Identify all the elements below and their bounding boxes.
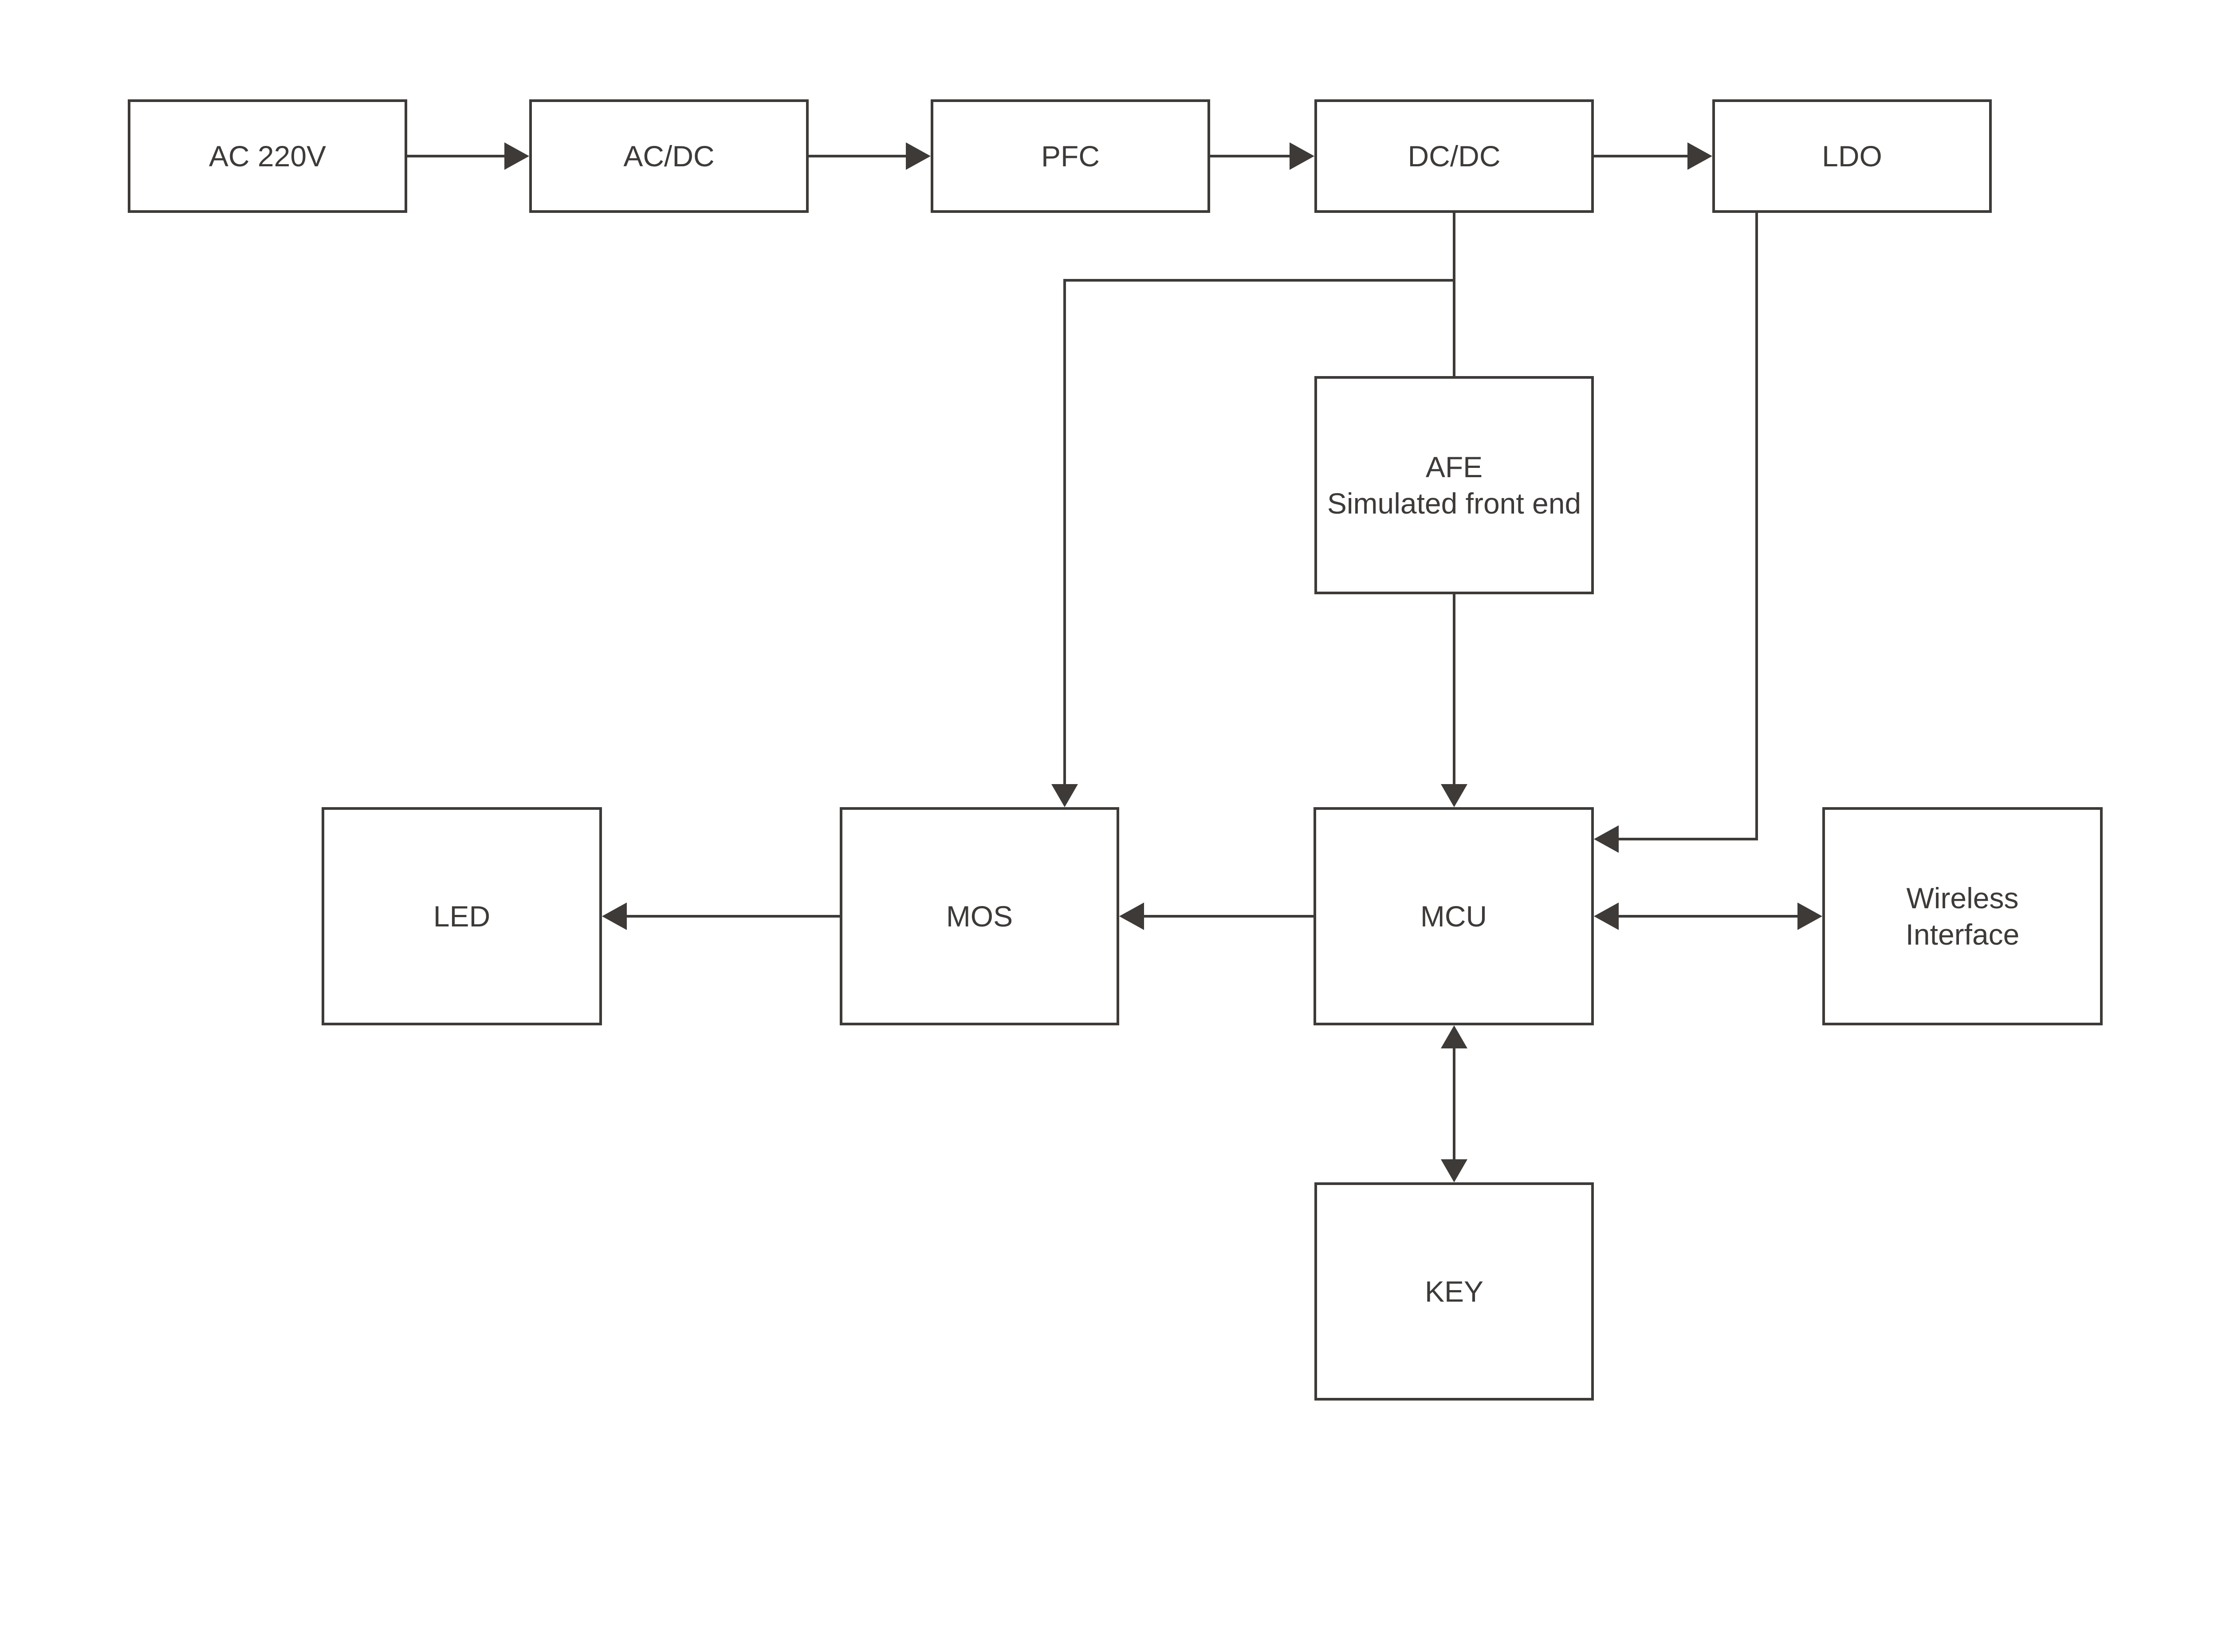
node-afe: AFE Simulated front end [1314, 376, 1594, 594]
node-ac-dc: AC/DC [529, 99, 809, 213]
connector-mcu-key [1453, 1048, 1455, 1159]
node-label: KEY [1424, 1275, 1484, 1308]
node-wireless-interface: Wireless Interface [1822, 807, 2103, 1025]
connector-pfc-dcdc [1210, 155, 1290, 157]
node-label: LED [433, 899, 491, 933]
node-led: LED [322, 807, 602, 1025]
node-key: KEY [1314, 1182, 1594, 1401]
node-label: DC/DC [1408, 139, 1501, 173]
arrowhead-into-acdc [504, 142, 529, 170]
connector-dcdc-ldo [1594, 155, 1687, 157]
node-ac-220v: AC 220V [128, 99, 407, 213]
node-label: LDO [1822, 139, 1882, 173]
node-label: PFC [1041, 139, 1100, 173]
connector-ldo-mcu-horizontal [1619, 838, 1758, 840]
connector-dcdc-mos-horizontal [1063, 279, 1455, 282]
node-pfc: PFC [931, 99, 1210, 213]
arrowhead-into-dcdc [1290, 142, 1314, 170]
node-label: MOS [946, 899, 1013, 933]
node-label: AFE [1425, 450, 1483, 483]
node-mos: MOS [840, 807, 1119, 1025]
node-mcu: MCU [1313, 807, 1594, 1025]
connector-dcdc-mos-vertical [1063, 279, 1066, 784]
node-label: Wireless [1906, 881, 2019, 914]
connector-mos-led [627, 915, 840, 918]
arrowhead-into-mcu-right [1594, 825, 1619, 853]
arrowhead-into-wireless [1797, 903, 1822, 930]
node-label: AC/DC [623, 139, 715, 173]
arrowhead-into-mos-right [1119, 903, 1144, 930]
node-label: Interface [1905, 918, 2020, 951]
arrowhead-into-mcu-top [1441, 784, 1467, 807]
arrowhead-into-ldo [1687, 142, 1712, 170]
connector-afe-mcu [1453, 594, 1455, 784]
connector-ac220v-acdc [407, 155, 504, 157]
connector-ldo-mcu-vertical [1755, 213, 1758, 840]
arrowhead-into-mos-top [1051, 784, 1078, 807]
connector-mcu-wireless [1619, 915, 1797, 918]
arrowhead-into-led [602, 903, 627, 930]
arrowhead-into-mcu-bottom [1441, 1025, 1467, 1048]
node-ldo: LDO [1712, 99, 1992, 213]
arrowhead-into-pfc [906, 142, 931, 170]
connector-acdc-pfc [809, 155, 906, 157]
arrowhead-into-key [1441, 1159, 1467, 1182]
connector-mcu-mos [1144, 915, 1313, 918]
node-label: Simulated front end [1327, 487, 1581, 520]
node-dc-dc: DC/DC [1314, 99, 1594, 213]
arrowhead-into-mcu-from-wireless [1594, 903, 1619, 930]
node-label: MCU [1420, 899, 1487, 933]
node-label: AC 220V [208, 139, 326, 173]
connector-dcdc-afe [1453, 213, 1455, 376]
